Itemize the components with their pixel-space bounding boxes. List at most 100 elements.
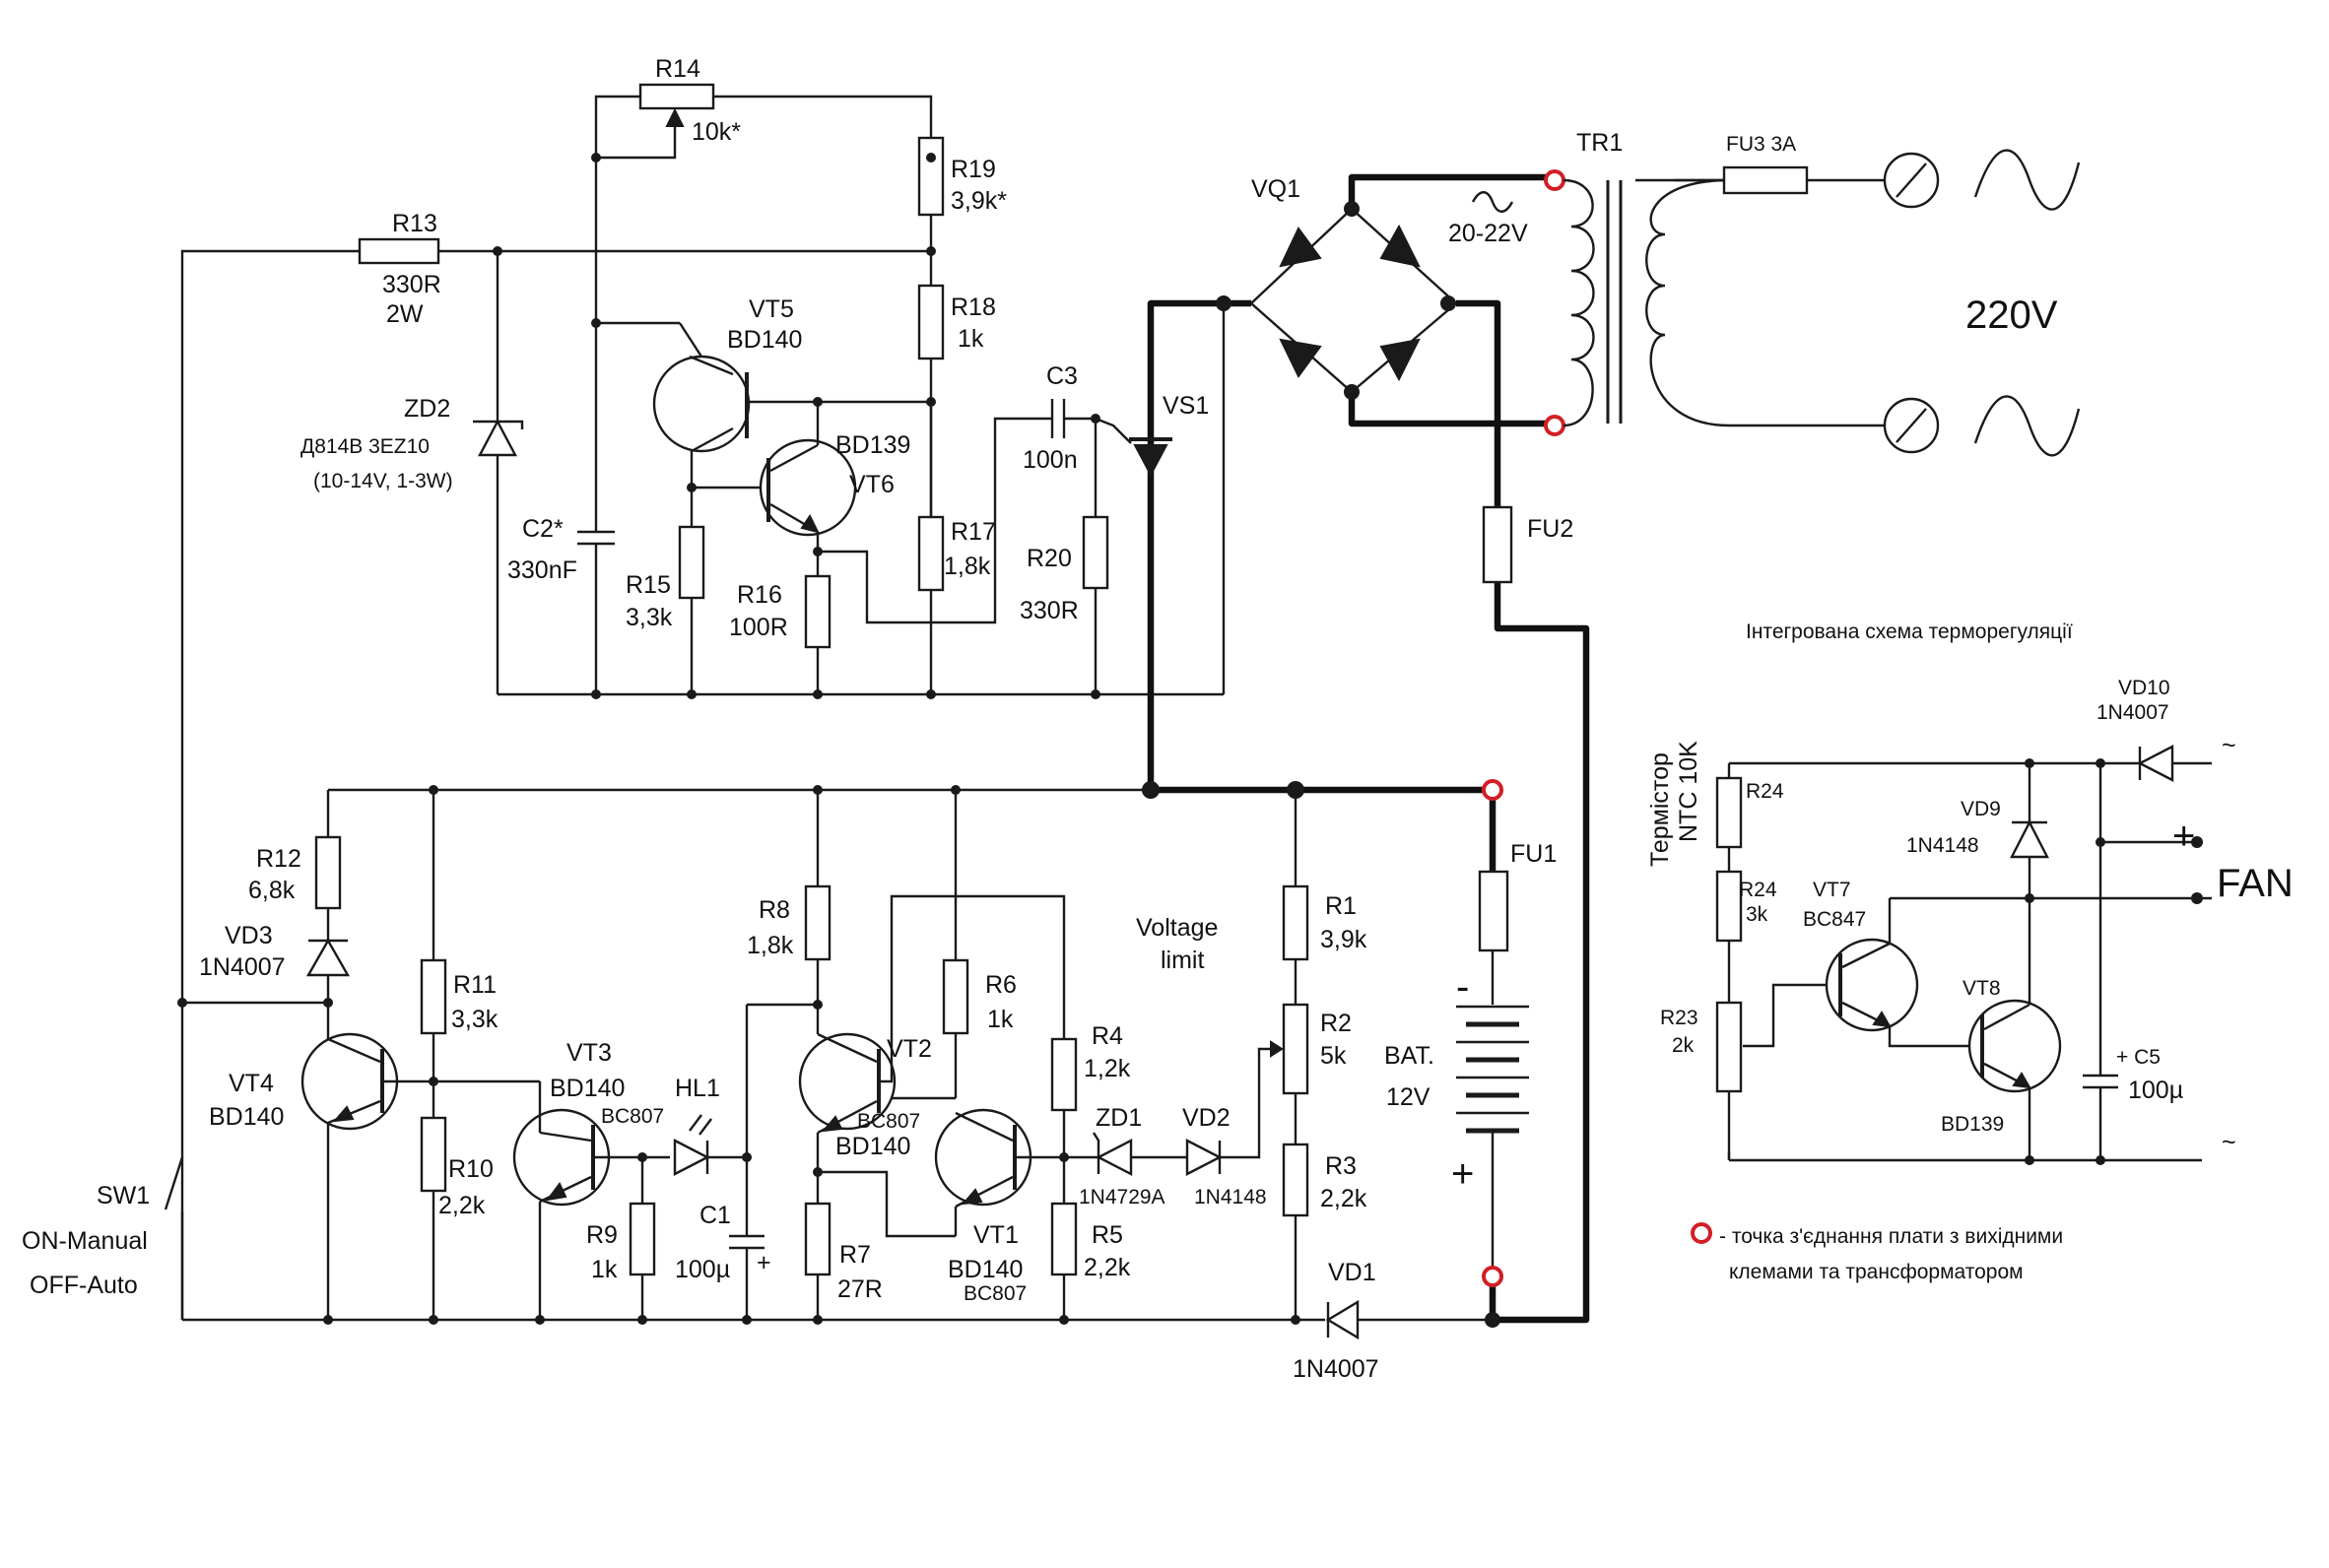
label-vd1-type: 1N4007 [1293, 1355, 1379, 1383]
switch-sw1 [164, 1156, 184, 1210]
trimmer-arrow [665, 107, 685, 127]
label-vt7-type: BC847 [1803, 908, 1866, 931]
label-thermistor-type: NTC 10K [1675, 741, 1702, 842]
label-r19-value: 3,9k* [951, 187, 1007, 215]
label-r15: R15 [626, 571, 671, 599]
label-sw1-on: ON-Manual [22, 1227, 148, 1255]
label-vd1: VD1 [1328, 1259, 1376, 1286]
fuse-fu1 [1478, 870, 1509, 952]
bridge-diode-4 [1379, 338, 1421, 382]
label-r5: R5 [1092, 1221, 1123, 1249]
label-vt8-type: BD139 [1941, 1113, 2004, 1136]
label-r6: R6 [985, 971, 1017, 999]
label-c3-value: 100n [1023, 446, 1078, 474]
label-c2: C2* [522, 515, 564, 543]
label-sw1: SW1 [97, 1182, 150, 1209]
label-r20: R20 [1027, 545, 1072, 572]
bridge-diode-1 [1279, 227, 1322, 268]
label-fu1: FU1 [1510, 840, 1557, 868]
label-r24: R24 [1739, 879, 1777, 901]
resistor-r5 [1050, 1202, 1078, 1276]
zener-zd1 [1096, 1139, 1133, 1176]
potentiometer-r23 [1715, 1001, 1743, 1093]
label-ac-tilde-bottom: ~ [2222, 1129, 2236, 1156]
thermo-block [1691, 745, 2212, 1244]
label-zd1: ZD1 [1096, 1104, 1142, 1132]
label-r24-value: 3k [1746, 903, 1768, 926]
label-r10-value: 2,2k [438, 1192, 486, 1219]
diode-vd10 [2137, 745, 2174, 782]
label-r18-value: 1k [958, 325, 984, 353]
label-vd3: VD3 [225, 922, 273, 949]
label-r13: R13 [392, 210, 437, 237]
resistor-r8 [804, 884, 832, 961]
label-vd2: VD2 [1182, 1104, 1231, 1132]
diode-vd2 [1185, 1139, 1223, 1176]
legend-marker [1691, 1222, 1712, 1244]
label-r9: R9 [586, 1221, 618, 1249]
ac-tilde-icon [1471, 191, 1514, 213]
label-vd10: VD10 [2118, 677, 2170, 699]
label-r7-value: 27R [837, 1275, 883, 1303]
label-c5-value: 100µ [2128, 1077, 2183, 1104]
label-vt4: VT4 [229, 1070, 274, 1097]
label-vt8: VT8 [1963, 977, 2001, 1000]
resistor-r12 [314, 835, 342, 910]
labels: R14 10k* R19 3,9k* R13 330R 2W R18 1k VT… [22, 55, 2294, 1383]
label-vd3-type: 1N4007 [199, 953, 286, 981]
label-hl1: HL1 [675, 1075, 720, 1102]
label-limit: limit [1161, 947, 1204, 974]
label-r2-value: 5k [1320, 1042, 1347, 1070]
label-vs1: VS1 [1163, 392, 1209, 420]
label-zd2-range: (10-14V, 1-3W) [313, 470, 453, 492]
label-r11-value: 3,3k [451, 1006, 499, 1033]
resistor-r1 [1282, 884, 1309, 961]
label-vt1-type: BD140 [948, 1256, 1023, 1283]
label-r17: R17 [951, 518, 996, 546]
thermistor-r24 [1715, 776, 1743, 849]
label-vt2: VT2 [887, 1035, 932, 1063]
bridge-diode-2 [1379, 224, 1421, 268]
resistor-r9 [629, 1202, 656, 1276]
label-vt1-bc807: BC807 [964, 1282, 1027, 1305]
label-r20-value: 330R [1020, 597, 1079, 624]
regulator-block [180, 83, 1226, 1320]
resistor-r10 [420, 1116, 447, 1193]
label-bat-voltage: 12V [1386, 1083, 1431, 1111]
label-vt5: VT5 [749, 295, 794, 323]
label-c2-value: 330nF [507, 556, 577, 584]
label-c1: C1 [699, 1202, 731, 1229]
label-vt5-type: BD140 [727, 326, 802, 354]
label-fan-plus: + [2172, 815, 2195, 858]
label-r1: R1 [1325, 892, 1357, 920]
label-r11: R11 [453, 971, 497, 999]
label-r12: R12 [256, 845, 301, 873]
terminal-ac2 [1544, 415, 1565, 436]
label-r1-value: 3,9k [1320, 926, 1367, 953]
diode-vd3 [305, 938, 351, 977]
label-vd2-type: 1N4148 [1194, 1186, 1267, 1209]
transformer-secondary [1645, 178, 1730, 427]
label-r13-value: 330R [382, 271, 441, 298]
label-fu3: FU3 3A [1726, 133, 1796, 156]
terminal-plus [1482, 779, 1503, 801]
terminal-minus [1482, 1266, 1503, 1287]
resistor-r3 [1282, 1143, 1309, 1217]
resistor-r17 [917, 515, 945, 592]
label-vt2-bc807: BC807 [857, 1110, 920, 1133]
label-r16: R16 [737, 581, 782, 609]
resistor-r4 [1050, 1037, 1078, 1112]
transistor-vt5 [652, 355, 751, 453]
resistor-r7 [804, 1202, 832, 1276]
label-ac-voltage: 20-22V [1448, 220, 1528, 247]
label-c1-value: 100µ [675, 1256, 730, 1283]
label-r15-value: 3,3k [626, 604, 673, 631]
label-r10: R10 [448, 1155, 494, 1183]
label-thermistor: Термістор [1646, 752, 1674, 867]
label-fan: FAN [2217, 862, 2294, 905]
sine-icon-2 [1973, 395, 2081, 457]
label-vq1: VQ1 [1251, 175, 1300, 203]
label-bat-minus: - [1456, 965, 1469, 1009]
label-r18: R18 [951, 294, 996, 321]
label-bat: BAT. [1384, 1042, 1434, 1070]
